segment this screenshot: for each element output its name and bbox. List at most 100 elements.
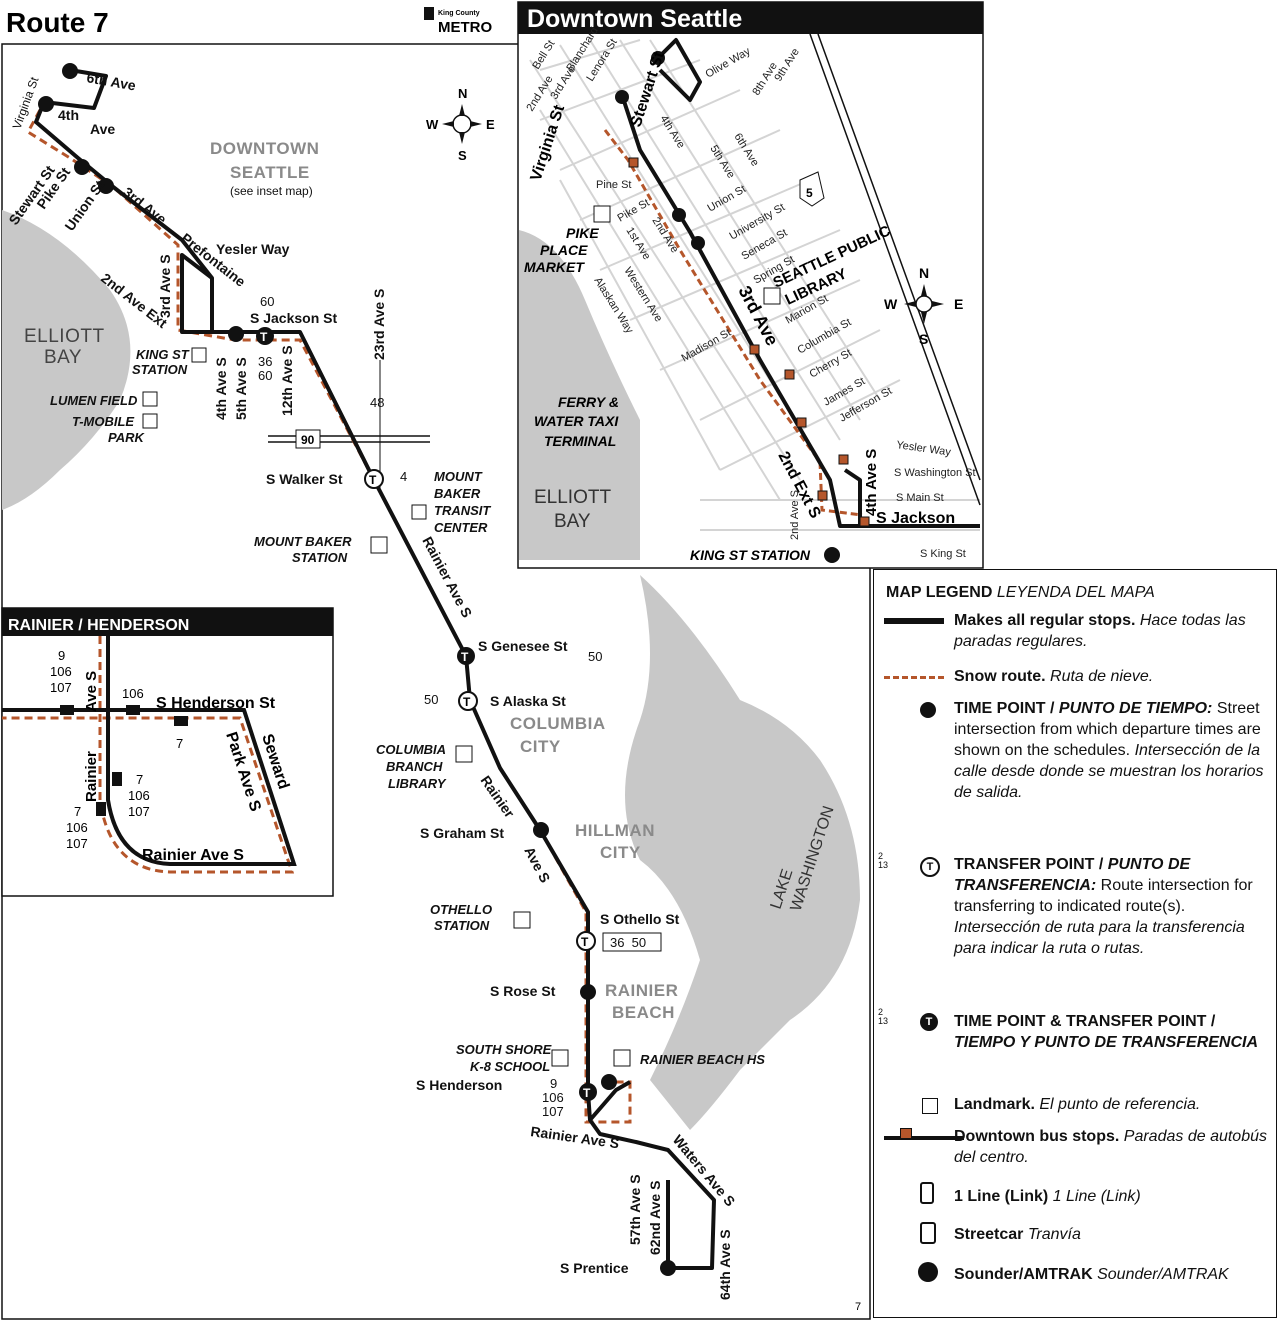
svg-text:N: N <box>919 265 929 281</box>
route-box-36-50 <box>602 932 662 952</box>
area-downtown-seattle: DOWNTOWN <box>210 139 319 158</box>
route-num-48: 48 <box>370 395 384 410</box>
label-rainier-ave-s: Rainier Ave S <box>419 534 475 620</box>
label-yesler: Yesler Way <box>216 241 290 257</box>
area-hillman-city-2: CITY <box>600 843 641 862</box>
svg-text:MARKET: MARKET <box>524 259 585 275</box>
label-ssk8-2: K-8 SCHOOL <box>470 1059 550 1074</box>
label-waters: Waters Ave S <box>670 1132 739 1210</box>
svg-text:7: 7 <box>74 804 81 819</box>
route-num-60b: 60 <box>258 368 272 383</box>
svg-text:BAY: BAY <box>554 511 591 532</box>
label-col-lib-2: BRANCH <box>386 759 443 774</box>
compass-main: N S W E <box>426 86 495 163</box>
landmark-columbia-library <box>455 745 473 763</box>
area-columbia-city-2: CITY <box>520 737 561 756</box>
time-point-6th-ave <box>62 63 78 79</box>
svg-text:106: 106 <box>128 788 150 803</box>
landmark-tmobile <box>142 413 158 429</box>
landmark-lumen <box>142 391 158 407</box>
label-3rd-s: 3rd Ave S <box>157 254 173 318</box>
see-inset-map: (see inset map) <box>230 184 313 198</box>
time-point-s-rose <box>580 984 596 1000</box>
svg-text:Pine St: Pine St <box>596 179 631 191</box>
route-num-50b: 50 <box>424 692 438 707</box>
label-s-graham: S Graham St <box>420 825 504 841</box>
svg-text:RAINIER / HENDERSON: RAINIER / HENDERSON <box>8 617 189 634</box>
label-4th-ave: Ave <box>90 121 115 137</box>
label-king-st-2: STATION <box>132 362 188 377</box>
route-title: Route 7 <box>6 7 109 38</box>
area-downtown-seattle-2: SEATTLE <box>230 163 310 182</box>
area-elliott-bay-2: BAY <box>44 347 82 368</box>
svg-text:106: 106 <box>50 664 72 679</box>
label-s-jackson: S Jackson St <box>250 310 337 326</box>
area-elliott-bay: ELLIOTT <box>24 326 105 347</box>
label-57th: 57th Ave S <box>627 1174 643 1245</box>
label-rbhs: RAINIER BEACH HS <box>640 1052 765 1067</box>
svg-text:S: S <box>458 148 467 163</box>
label-rainier: Rainier <box>478 773 519 822</box>
downtown-inset: Downtown Seattle 5 Bell St Blanchard Len <box>517 1 984 569</box>
landmark-othello <box>513 911 531 929</box>
label-4th: 4th <box>58 107 79 123</box>
label-rainier-2: Ave S <box>521 844 553 885</box>
label-3rd-ave: 3rd Ave <box>120 184 170 228</box>
rainier-henderson-inset: RAINIER / HENDERSON 9 106 107 106 7 7 10… <box>1 607 334 897</box>
time-point-4th-ave <box>38 96 54 112</box>
time-point-s-prentice <box>660 1260 676 1276</box>
time-transfer-s-genesee: T <box>457 647 475 665</box>
label-tmobile-2: PARK <box>108 430 145 445</box>
svg-text:PLACE: PLACE <box>540 242 588 258</box>
svg-text:4th Ave S: 4th Ave S <box>863 449 880 516</box>
svg-text:FERRY &: FERRY & <box>558 394 619 410</box>
svg-text:S King St: S King St <box>920 548 966 560</box>
legend-time-point: TIME POINT / PUNTO DE TIEMPO: Street int… <box>954 700 1264 801</box>
legend-time-transfer: TIME POINT & TRANSFER POINT / TIEMPO Y P… <box>954 1013 1259 1051</box>
time-point-4th-ave-s <box>228 326 244 342</box>
legend-title: MAP LEGEND LEYENDA DEL MAPA <box>886 584 1155 601</box>
time-point-stewart <box>74 159 90 175</box>
svg-text:7: 7 <box>136 772 143 787</box>
svg-text:King County: King County <box>438 10 480 17</box>
route-num-60: 60 <box>260 294 274 309</box>
svg-text:S Main St: S Main St <box>896 492 944 504</box>
label-62nd: 62nd Ave S <box>647 1181 663 1255</box>
svg-text:107: 107 <box>128 804 150 819</box>
time-point-rainier-beach <box>601 1074 617 1090</box>
svg-text:T: T <box>260 330 268 344</box>
svg-text:S Henderson St: S Henderson St <box>156 695 276 712</box>
svg-text:S: S <box>919 331 928 347</box>
svg-text:S Washington St: S Washington St <box>894 467 976 479</box>
legend-streetcar: Streetcar Tranvía <box>954 1226 1081 1243</box>
label-king-st: KING ST <box>136 347 190 362</box>
svg-text:2nd Ave S: 2nd Ave S <box>789 490 801 540</box>
svg-text:KING ST STATION: KING ST STATION <box>690 547 811 563</box>
label-mtbaker-st-1: MOUNT BAKER <box>254 534 352 549</box>
legend-downtown-stops: Downtown bus stops. Paradas de autobús d… <box>954 1128 1267 1166</box>
label-mtbaker-2: BAKER <box>434 486 481 501</box>
svg-text:90: 90 <box>301 433 315 447</box>
i90-highway: 90 <box>268 429 430 449</box>
elliott-bay-water <box>2 210 131 510</box>
svg-text:TERMINAL: TERMINAL <box>544 433 616 449</box>
svg-text:Ave S: Ave S <box>83 671 100 712</box>
label-6th-ave: 6th Ave <box>85 69 137 93</box>
label-tmobile: T-MOBILE <box>72 414 134 429</box>
svg-text:T: T <box>463 695 471 709</box>
time-transfer-s-jackson: T <box>256 327 274 345</box>
transfer-s-alaska: T <box>458 691 478 711</box>
legend-tt-icon: T <box>920 1013 938 1031</box>
page-number-main: 7 <box>855 1301 861 1313</box>
time-point-s-graham <box>533 822 549 838</box>
legend-sounder: Sounder/AMTRAK Sounder/AMTRAK <box>954 1266 1229 1283</box>
route-num-106: 106 <box>542 1090 564 1105</box>
svg-text:Downtown Seattle: Downtown Seattle <box>527 5 742 33</box>
label-s-walker: S Walker St <box>266 471 343 487</box>
time-point-pike <box>98 178 114 194</box>
route-num-50: 50 <box>588 649 602 664</box>
label-mtbaker-3: TRANSIT <box>434 503 491 518</box>
svg-text:T: T <box>583 1086 591 1100</box>
label-64th: 64th Ave S <box>717 1229 733 1300</box>
